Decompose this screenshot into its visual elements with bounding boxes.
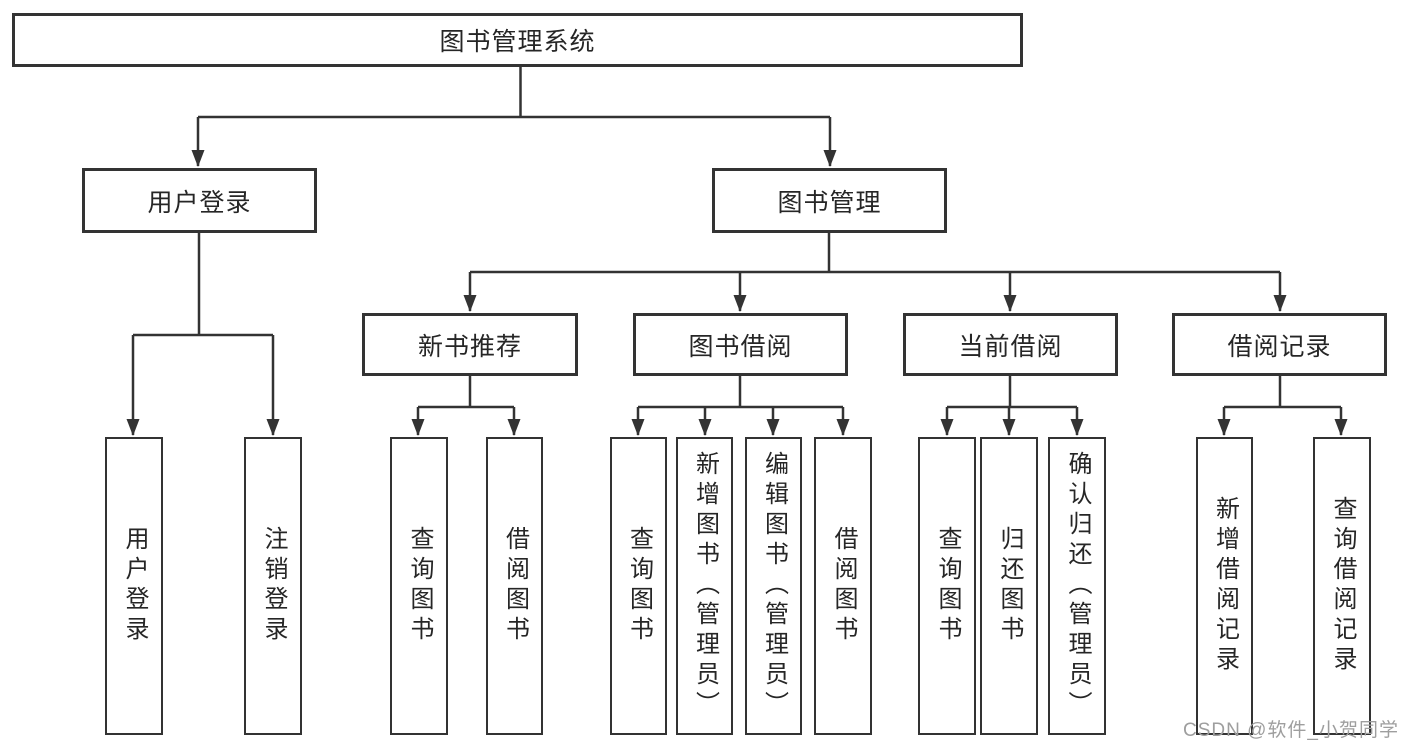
leaf-confirm-return-admin: 确认归还（管理员） bbox=[1048, 437, 1106, 735]
node-label: 图书管理系统 bbox=[439, 28, 596, 56]
arrows-root-to-level2 bbox=[191, 117, 837, 167]
watermark: CSDN @软件_小贺同学 bbox=[1183, 720, 1399, 741]
node-label: 新书推荐 bbox=[417, 332, 522, 361]
leaf-user-login: 用户登录 bbox=[105, 437, 163, 735]
node-label: 新增图书（管理员） bbox=[691, 451, 719, 721]
arrows-borrow-records-children bbox=[1217, 407, 1348, 436]
arrows-book-borrow-children bbox=[631, 407, 850, 436]
node-label: 编辑图书（管理员） bbox=[760, 451, 788, 721]
node-label: 查询图书 bbox=[625, 526, 653, 646]
leaf-query-borrow-record: 查询借阅记录 bbox=[1313, 437, 1371, 735]
node-label: 图书管理 bbox=[777, 188, 882, 217]
node-user-login: 用户登录 bbox=[82, 168, 317, 233]
arrows-user-login-children bbox=[126, 335, 280, 436]
node-label: 新增借阅记录 bbox=[1211, 496, 1239, 676]
node-label: 图书借阅 bbox=[688, 332, 793, 361]
leaf-query-books-3: 查询图书 bbox=[918, 437, 976, 735]
node-new-book-recommend: 新书推荐 bbox=[362, 313, 578, 376]
node-label: 注销登录 bbox=[260, 526, 287, 646]
leaf-query-books-1: 查询图书 bbox=[390, 437, 448, 735]
node-label: 借阅图书 bbox=[501, 526, 529, 646]
node-book-management: 图书管理 bbox=[712, 168, 947, 233]
node-root: 图书管理系统 bbox=[12, 13, 1023, 67]
node-label: 查询借阅记录 bbox=[1329, 496, 1356, 676]
leaf-borrow-books-2: 借阅图书 bbox=[814, 437, 872, 735]
node-borrow-records: 借阅记录 bbox=[1172, 313, 1387, 376]
node-label: 用户登录 bbox=[121, 526, 148, 646]
arrows-book-management-children bbox=[463, 272, 1287, 312]
node-current-borrow: 当前借阅 bbox=[903, 313, 1118, 376]
leaf-add-borrow-record: 新增借阅记录 bbox=[1196, 437, 1253, 735]
trunk-lines bbox=[133, 67, 1341, 409]
leaf-edit-book-admin: 编辑图书（管理员） bbox=[745, 437, 802, 735]
node-label: 归还图书 bbox=[996, 526, 1023, 646]
node-label: 查询图书 bbox=[406, 526, 433, 646]
leaf-add-book-admin: 新增图书（管理员） bbox=[676, 437, 733, 735]
leaf-return-book: 归还图书 bbox=[980, 437, 1038, 735]
leaf-logout: 注销登录 bbox=[244, 437, 302, 735]
arrows-current-borrow-children bbox=[940, 407, 1084, 436]
node-label: 借阅图书 bbox=[830, 526, 857, 646]
node-label: 当前借阅 bbox=[958, 332, 1063, 361]
node-label: 借阅记录 bbox=[1227, 332, 1332, 361]
arrows-new-book-children bbox=[411, 407, 521, 436]
node-book-borrow: 图书借阅 bbox=[633, 313, 848, 376]
node-label: 用户登录 bbox=[147, 188, 252, 217]
leaf-query-books-2: 查询图书 bbox=[610, 437, 667, 735]
node-label: 查询图书 bbox=[934, 526, 961, 646]
leaf-borrow-books-1: 借阅图书 bbox=[486, 437, 543, 735]
node-label: 确认归还（管理员） bbox=[1064, 451, 1091, 721]
